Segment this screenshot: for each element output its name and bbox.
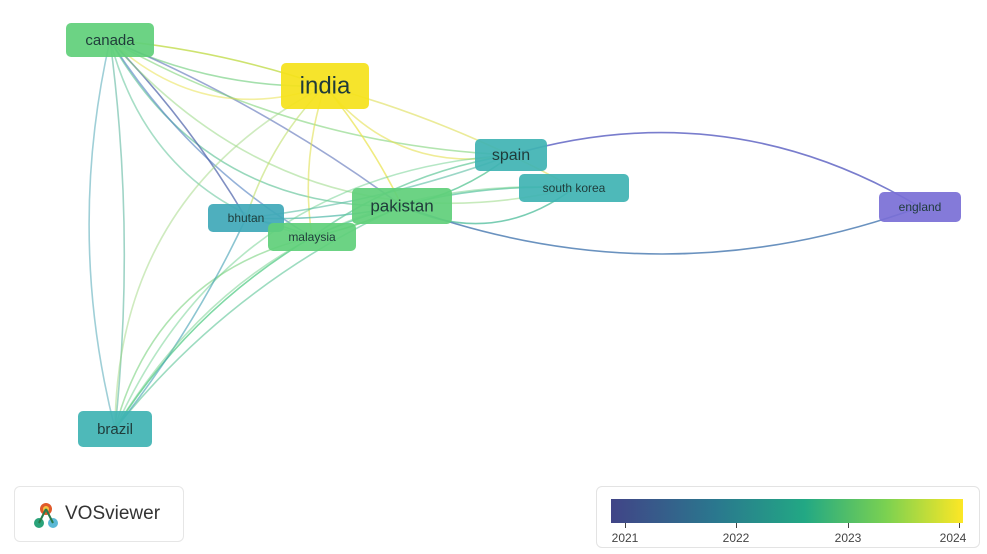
vosviewer-logo: VOSviewer: [14, 486, 184, 542]
node-label-bhutan: bhutan: [228, 211, 265, 225]
node-box-india: [281, 63, 369, 109]
legend-tick: [736, 523, 737, 528]
link-canada-spain: [109, 39, 512, 156]
legend-year-label: 2021: [611, 531, 639, 545]
node-box-south-korea: [519, 174, 629, 202]
node-label-canada: canada: [85, 32, 135, 49]
node-india[interactable]: india: [281, 63, 369, 109]
year-color-legend: 2021 2022 2023 2024: [596, 486, 980, 548]
link-canada-south_korea: [109, 39, 575, 204]
node-label-spain: spain: [492, 147, 530, 164]
link-india-brazil: [114, 85, 326, 430]
node-layer: canada brazil bhutan malaysia pakistan spain s…: [66, 23, 961, 447]
node-box-pakistan: [352, 188, 452, 224]
node-box-spain: [475, 139, 547, 171]
node-label-south-korea: south korea: [543, 181, 606, 195]
node-label-brazil: brazil: [97, 421, 133, 438]
node-box-brazil: [78, 411, 152, 447]
node-label-malaysia: malaysia: [288, 230, 336, 244]
link-canada-brazil: [109, 39, 126, 430]
link-layer: [88, 39, 921, 430]
node-box-malaysia: [268, 223, 356, 251]
legend-year-label: 2023: [834, 531, 862, 545]
legend-tick: [959, 523, 960, 528]
node-box-england: [879, 192, 961, 222]
link-spain-england: [510, 131, 921, 208]
legend-ticks: [611, 523, 963, 529]
link-malaysia-brazil: [114, 236, 313, 430]
link-pakistan-england: [401, 205, 921, 255]
link-pakistan-brazil: [114, 205, 403, 430]
node-brazil[interactable]: brazil: [78, 411, 152, 447]
node-label-india: india: [300, 72, 351, 99]
link-malaysia-brazil: [114, 236, 313, 430]
vosviewer-icon: [34, 503, 58, 528]
link-canada-pakistan: [109, 39, 403, 207]
node-pakistan[interactable]: pakistan: [352, 188, 452, 224]
link-canada-brazil: [88, 39, 116, 430]
node-label-pakistan: pakistan: [370, 196, 433, 215]
node-south-korea[interactable]: south korea: [519, 174, 629, 202]
node-bhutan[interactable]: bhutan: [208, 204, 284, 232]
node-canada[interactable]: canada: [66, 23, 154, 57]
logo-text: VOSviewer: [65, 503, 161, 524]
legend-year-label: 2022: [722, 531, 750, 545]
link-canada-pakistan: [109, 39, 403, 207]
node-box-bhutan: [208, 204, 284, 232]
node-malaysia[interactable]: malaysia: [268, 223, 356, 251]
legend-tick: [848, 523, 849, 528]
node-england[interactable]: england: [879, 192, 961, 222]
link-bhutan-brazil: [114, 217, 247, 430]
node-spain[interactable]: spain: [475, 139, 547, 171]
legend-year-label: 2024: [939, 531, 967, 545]
node-box-canada: [66, 23, 154, 57]
legend-tick: [625, 523, 626, 528]
node-label-england: england: [899, 200, 942, 214]
color-scale-bar: [611, 499, 963, 523]
